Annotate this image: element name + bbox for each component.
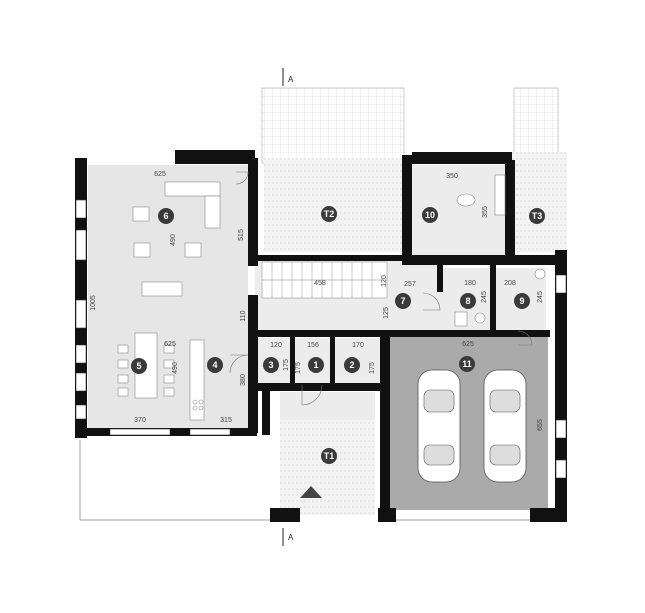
dim-175-room2: 175 xyxy=(369,362,376,374)
svg-text:1: 1 xyxy=(313,360,318,370)
dim-110: 110 xyxy=(240,310,247,321)
room-marker-1: 1 xyxy=(308,357,324,373)
stair-treads xyxy=(262,262,387,298)
terrace-t1-deck xyxy=(280,415,375,515)
room-marker-10: 10 xyxy=(422,207,438,223)
dim-208: 208 xyxy=(504,280,516,287)
dim-625-garage: 625 xyxy=(462,341,474,348)
room-marker-3: 3 xyxy=(263,357,279,373)
section-marker-bottom: A xyxy=(282,528,294,546)
dim-120-stair: 120 xyxy=(381,275,388,287)
room-marker-6: 6 xyxy=(158,208,174,224)
dim-245-room9: 245 xyxy=(537,291,544,303)
svg-text:11: 11 xyxy=(462,359,472,369)
dim-625-top: 625 xyxy=(154,171,166,178)
dim-245-room8: 245 xyxy=(481,291,488,303)
terrace-t3-outer xyxy=(513,87,559,154)
terrace-t3-deck xyxy=(512,152,567,252)
svg-text:6: 6 xyxy=(163,211,168,221)
sofa-set xyxy=(132,181,221,297)
entry-arrow-icon xyxy=(300,486,322,498)
terrace-t2-deck xyxy=(264,158,404,252)
room-markers: 6 5 4 3 1 2 7 8 9 10 11 T1 T2 T3 xyxy=(131,206,545,464)
room-marker-4: 4 xyxy=(207,357,223,373)
dimension-labels: 625 490 515 1005 625 490 370 315 380 110… xyxy=(90,171,544,431)
dim-380: 380 xyxy=(240,374,247,386)
dim-257: 257 xyxy=(404,281,416,288)
section-marker-top: A xyxy=(282,68,294,86)
bath-fixtures xyxy=(454,174,546,327)
room-marker-t2: T2 xyxy=(321,206,337,222)
dim-350: 350 xyxy=(446,173,458,180)
dim-315: 315 xyxy=(220,417,232,424)
site-lines xyxy=(79,440,530,521)
svg-text:T1: T1 xyxy=(324,451,335,461)
room-marker-t3: T3 xyxy=(529,208,545,224)
room-marker-2: 2 xyxy=(344,357,360,373)
svg-text:3: 3 xyxy=(268,360,273,370)
terrace-t2-outer xyxy=(261,87,405,164)
dim-120-room3: 120 xyxy=(270,342,282,349)
room-marker-11: 11 xyxy=(459,356,475,372)
dim-458: 458 xyxy=(314,280,326,287)
svg-text:8: 8 xyxy=(465,296,470,306)
entry-floor xyxy=(280,392,375,420)
svg-text:9: 9 xyxy=(519,296,524,306)
section-label-bottom: A xyxy=(288,533,294,542)
room-marker-9: 9 xyxy=(514,293,530,309)
svg-text:10: 10 xyxy=(425,210,435,220)
dim-515: 515 xyxy=(238,229,245,241)
dim-655: 655 xyxy=(537,419,544,431)
dim-370: 370 xyxy=(134,417,146,424)
dim-125: 125 xyxy=(383,307,390,319)
kitchen-island xyxy=(189,339,205,421)
dim-1005: 1005 xyxy=(90,295,97,311)
windows xyxy=(75,199,567,479)
dim-170: 170 xyxy=(352,342,364,349)
room-marker-7: 7 xyxy=(395,293,411,309)
svg-text:5: 5 xyxy=(136,361,141,371)
svg-text:7: 7 xyxy=(400,296,405,306)
dim-156: 156 xyxy=(307,342,319,349)
dim-490-right: 490 xyxy=(172,362,179,374)
door-swings xyxy=(229,171,533,406)
room-marker-5: 5 xyxy=(131,358,147,374)
dim-625-mid: 625 xyxy=(164,341,176,348)
dim-490-left: 490 xyxy=(170,234,177,246)
svg-text:4: 4 xyxy=(212,360,217,370)
dim-355: 355 xyxy=(482,206,489,218)
svg-text:2: 2 xyxy=(349,360,354,370)
room-marker-t1: T1 xyxy=(321,448,337,464)
dim-175-room3: 175 xyxy=(283,359,290,371)
car-right xyxy=(483,369,527,483)
dim-180: 180 xyxy=(464,280,476,287)
svg-text:T3: T3 xyxy=(532,211,543,221)
room-marker-8: 8 xyxy=(460,293,476,309)
svg-text:T2: T2 xyxy=(324,209,335,219)
car-left xyxy=(417,369,461,483)
walls xyxy=(75,150,567,522)
terrace-areas xyxy=(261,87,567,515)
dim-175-room1: 175 xyxy=(295,362,302,374)
section-label-top: A xyxy=(288,75,294,84)
